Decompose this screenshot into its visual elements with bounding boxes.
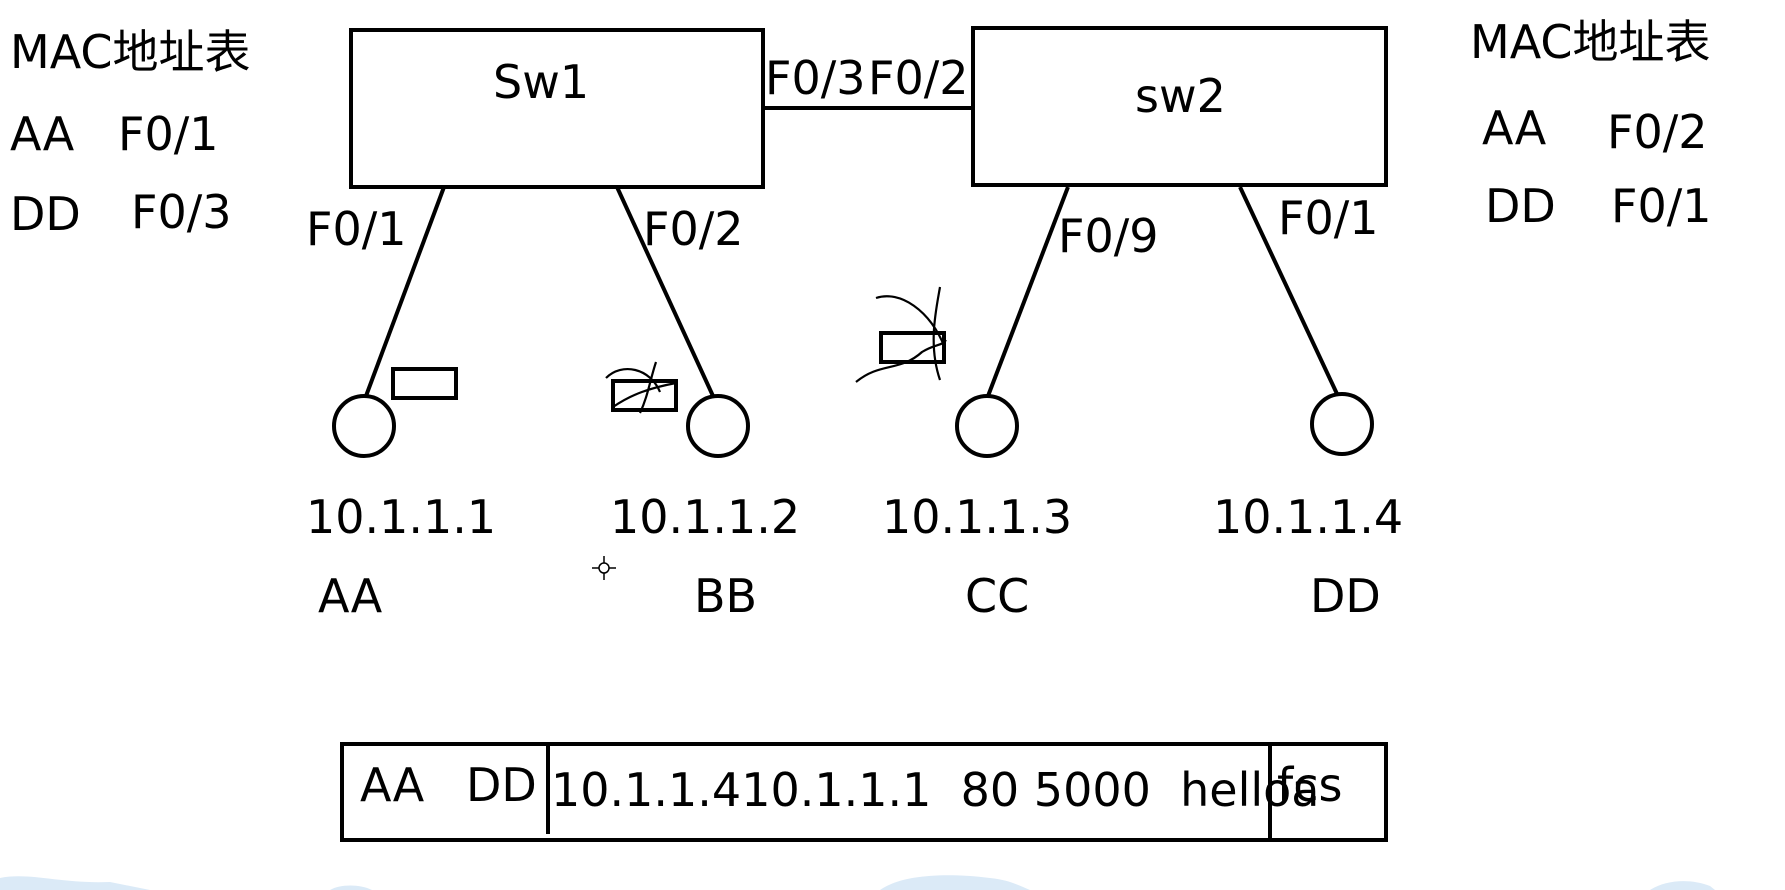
host-1-node	[332, 394, 396, 458]
right-mac-row-1-port: F0/2	[1607, 105, 1708, 159]
frame-outline	[340, 742, 1388, 842]
access-link-4: F0/1	[1238, 186, 1379, 397]
host-3-ip: 10.1.1.3	[882, 490, 1072, 544]
packet-dropped-host-3	[855, 286, 947, 383]
host-1: 10.1.1.1 AA	[306, 394, 496, 623]
host-2-ip: 10.1.1.2	[610, 490, 800, 544]
host-4-ip: 10.1.1.4	[1213, 490, 1403, 544]
trunk-sw1-port-label: F0/3	[765, 51, 866, 105]
right-mac-row-2-mac: DD	[1485, 179, 1556, 233]
left-mac-table: MAC地址表 AA F0/1 DD F0/3	[10, 25, 250, 241]
access-link-3-line	[986, 186, 1070, 397]
crosshair-cursor-icon	[592, 556, 616, 580]
access-link-4-line	[1238, 186, 1340, 397]
right-mac-table-title: MAC地址表	[1470, 15, 1710, 69]
packet-dropped-host-2-scribble	[605, 361, 677, 414]
host-2: 10.1.1.2 BB	[610, 394, 800, 623]
packet-near-host-1-box	[391, 367, 458, 400]
access-link-3: F0/9	[986, 186, 1159, 397]
host-3-node	[955, 394, 1019, 458]
bottom-cloud-decoration	[0, 875, 1715, 890]
trunk-sw2-port-label: F0/2	[868, 51, 969, 105]
host-2-node	[686, 394, 750, 458]
packet-dropped-host-3-scribble	[855, 286, 947, 383]
frame-payload: 10.1.1.410.1.1.1 80 5000 helloa	[551, 763, 1319, 817]
host-4-mac: DD	[1310, 569, 1381, 623]
host-3: 10.1.1.3 CC	[882, 394, 1072, 623]
access-link-1: F0/1	[306, 186, 446, 397]
access-link-4-port-label: F0/1	[1278, 191, 1379, 245]
host-4: 10.1.1.4 DD	[1213, 392, 1403, 623]
switch-sw2: sw2	[971, 26, 1388, 187]
left-mac-table-title: MAC地址表	[10, 25, 250, 79]
host-1-ip: 10.1.1.1	[306, 490, 496, 544]
host-2-mac: BB	[694, 569, 757, 623]
right-mac-table: MAC地址表 AA F0/2 DD F0/1	[1470, 15, 1712, 233]
access-link-2-port-label: F0/2	[643, 202, 744, 256]
right-mac-row-1-mac: AA	[1482, 101, 1547, 155]
switch-sw1-label: Sw1	[493, 55, 589, 109]
access-link-1-line	[364, 186, 446, 397]
switch-sw1: Sw1	[349, 28, 765, 189]
access-link-2-line	[615, 186, 715, 397]
left-mac-row-2-mac: DD	[10, 187, 81, 241]
left-mac-row-1-mac: AA	[10, 107, 75, 161]
access-link-1-port-label: F0/1	[306, 202, 407, 256]
ethernet-frame: AA DD 10.1.1.410.1.1.1 80 5000 helloa fc…	[340, 742, 1388, 842]
trunk-link: F0/3 F0/2	[763, 51, 973, 110]
packet-dropped-host-2	[605, 361, 678, 414]
frame-fcs: fcs	[1277, 758, 1342, 812]
access-link-2: F0/2	[615, 186, 744, 397]
switch-sw2-label: sw2	[1135, 69, 1226, 123]
host-1-mac: AA	[318, 569, 383, 623]
host-4-node	[1310, 392, 1374, 456]
host-3-mac: CC	[965, 569, 1029, 623]
access-link-3-port-label: F0/9	[1058, 209, 1159, 263]
right-mac-row-2-port: F0/1	[1611, 179, 1712, 233]
left-mac-row-1-port: F0/1	[118, 107, 219, 161]
packet-near-host-1	[391, 367, 458, 400]
frame-dst-mac: DD	[466, 758, 537, 812]
frame-src-mac: AA	[360, 758, 425, 812]
left-mac-row-2-port: F0/3	[131, 185, 232, 239]
